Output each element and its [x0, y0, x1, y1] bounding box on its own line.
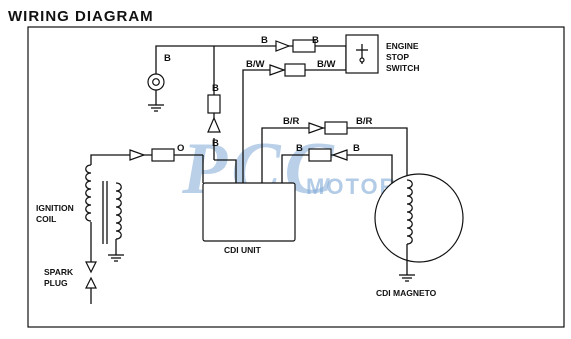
- watermark-sub-text: MOTOR: [306, 174, 397, 199]
- magneto-br-connector: [308, 121, 348, 135]
- label-top-right: B: [312, 35, 319, 46]
- label-top-left: B: [261, 35, 268, 46]
- label-stop-left: B/W: [246, 59, 265, 70]
- cdi-unit-body: [202, 182, 296, 242]
- wire-color-labels: B B B/W B/W B B B B/R B/R B B O: [164, 35, 373, 154]
- ignition-coil: IGNITION COIL: [36, 164, 124, 262]
- label-vertical-lower: B: [212, 138, 219, 149]
- cdi-left-feed-wire: [214, 159, 237, 183]
- label-magneto-br-left: B/R: [283, 116, 300, 127]
- ignition-coil-secondary: [115, 182, 122, 240]
- switch-contact-point: [359, 57, 365, 63]
- spark-plug-label-1: SPARK: [44, 267, 74, 277]
- engine-stop-switch-label-1: ENGINE: [386, 41, 419, 51]
- spark-plug-down-arrow: [85, 261, 97, 274]
- engine-stop-switch-label-3: SWITCH: [386, 63, 420, 73]
- spark-plug-up-arrow: [85, 276, 97, 289]
- coil-connector-arrow: [129, 149, 146, 161]
- ground-terminal-inner: [152, 78, 160, 86]
- diagram-frame: [27, 26, 565, 328]
- magneto-br-body: [324, 121, 348, 135]
- cdi-unit-label: CDI UNIT: [224, 245, 262, 255]
- engine-stop-switch: ENGINE STOP SWITCH: [345, 34, 420, 74]
- engine-stop-switch-label-2: STOP: [386, 52, 409, 62]
- stop-connector-body: [284, 63, 306, 77]
- coil-connector: [129, 148, 175, 162]
- ground-to-top-wire: [155, 45, 286, 74]
- top-connector-arrow: [275, 40, 291, 52]
- label-stop-right: B/W: [317, 59, 336, 70]
- label-vertical-upper: B: [212, 83, 219, 94]
- top-connector-body: [292, 39, 316, 53]
- ignition-coil-label-2: COIL: [36, 214, 56, 224]
- vertical-connector-arrow: [207, 116, 221, 133]
- stop-connector: [269, 63, 306, 77]
- cdi-magneto-coil: [406, 179, 413, 245]
- label-coil-wire: O: [177, 143, 184, 154]
- stop-connector-arrow: [269, 64, 286, 76]
- vertical-connector-body: [207, 94, 221, 114]
- top-connector: [275, 39, 316, 53]
- label-ground-wire: B: [164, 53, 171, 64]
- cdi-magneto-outer-circle: [374, 173, 464, 263]
- label-magneto-br-right: B/R: [356, 116, 373, 127]
- diagram-title: WIRING DIAGRAM: [8, 8, 154, 25]
- cdi-unit: CDI UNIT: [202, 182, 296, 255]
- ignition-coil-primary: [85, 164, 92, 222]
- magneto-br-arrow: [308, 122, 325, 134]
- ignition-coil-label-1: IGNITION: [36, 203, 74, 213]
- coil-connector-body: [151, 148, 175, 162]
- stop-switch-wire: [242, 69, 346, 183]
- spark-plug-label-2: PLUG: [44, 278, 68, 288]
- magneto-b-body: [308, 148, 332, 162]
- vertical-connector: [207, 94, 221, 133]
- label-magneto-b-right: B: [353, 143, 360, 154]
- cdi-magneto-label: CDI MAGNETO: [376, 288, 437, 298]
- ground-symbol: [147, 73, 165, 112]
- magneto-b-arrow: [331, 149, 348, 161]
- label-magneto-b-left: B: [296, 143, 303, 154]
- cdi-magneto: CDI MAGNETO: [374, 173, 464, 298]
- spark-plug: SPARK PLUG: [44, 222, 97, 304]
- magneto-b-connector: [308, 148, 348, 162]
